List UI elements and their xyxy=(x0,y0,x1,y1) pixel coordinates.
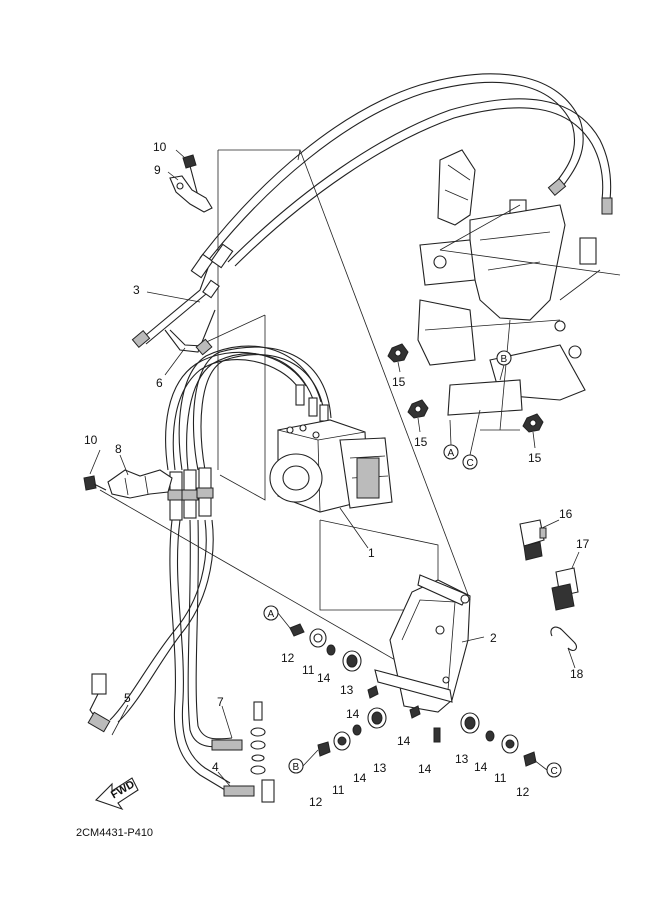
callout-13-c: 13 xyxy=(455,752,469,766)
callout-14-a: 14 xyxy=(317,671,331,685)
callout-12-a: 12 xyxy=(281,651,295,665)
mount-set-c xyxy=(460,712,537,767)
callout-15-c: 15 xyxy=(528,451,542,465)
drawing-reference: 2CM4431-P410 xyxy=(76,827,153,839)
callout-6: 6 xyxy=(156,376,163,390)
ref-mark-b-1: B xyxy=(288,749,319,774)
callout-12-b: 12 xyxy=(309,795,323,809)
callout-14-b: 14 xyxy=(346,707,360,721)
fwd-arrow-icon: FWD xyxy=(94,777,139,811)
ref-mark-c-2: C xyxy=(462,409,481,470)
leader-lines xyxy=(89,149,580,787)
hydraulic-unit-1 xyxy=(269,419,393,513)
callout-4: 4 xyxy=(212,760,219,774)
callout-11-a: 11 xyxy=(302,663,315,677)
brake-pipes-3-6 xyxy=(131,243,234,356)
callout-numbers: 1 2 3 4 5 6 7 8 9 10 10 11 11 11 12 12 1… xyxy=(84,140,590,809)
callout-13-a: 13 xyxy=(340,683,354,697)
bolt-7-washers xyxy=(250,701,266,775)
callout-11-b: 11 xyxy=(332,783,345,797)
callout-17: 17 xyxy=(576,537,590,551)
phantom-lines xyxy=(439,204,621,301)
callout-15-b: 15 xyxy=(414,435,428,449)
hose-clip-8 xyxy=(107,469,173,499)
callout-10-left: 10 xyxy=(84,433,98,447)
bracket-9 xyxy=(169,175,213,213)
hose-end-4 xyxy=(223,779,275,803)
ref-mark-b-2: B xyxy=(496,350,512,381)
callout-8: 8 xyxy=(115,442,122,456)
callout-7: 7 xyxy=(217,695,224,709)
callout-14-f: 14 xyxy=(474,760,488,774)
frame-connector-2 xyxy=(579,237,597,265)
svg-text:A: A xyxy=(268,609,275,620)
hose-end-5 xyxy=(87,673,111,733)
hose-fittings-lower xyxy=(167,467,214,521)
mounting-bracket-2 xyxy=(374,574,471,713)
callout-14-e: 14 xyxy=(418,762,432,776)
reference-marks: A A B B C C xyxy=(263,350,562,778)
connector-16 xyxy=(519,519,547,561)
ref-mark-a-1: A xyxy=(263,605,291,629)
callout-14-d: 14 xyxy=(397,734,411,748)
callout-16: 16 xyxy=(559,507,573,521)
bolt-10-left xyxy=(83,475,107,491)
callout-13-b: 13 xyxy=(373,761,387,775)
callout-2: 2 xyxy=(490,631,497,645)
bolt-10-top xyxy=(182,154,199,197)
clip-18 xyxy=(550,626,577,651)
callout-14-c: 14 xyxy=(353,771,367,785)
svg-text:B: B xyxy=(501,354,508,365)
hose-end-7 xyxy=(211,739,243,751)
svg-text:B: B xyxy=(293,762,300,773)
frame-section xyxy=(417,149,597,431)
callout-9: 9 xyxy=(154,163,161,177)
callout-10-top: 10 xyxy=(153,140,167,154)
svg-text:A: A xyxy=(448,448,455,459)
svg-text:C: C xyxy=(467,458,474,469)
loose-bolts-14 xyxy=(367,685,441,743)
svg-text:C: C xyxy=(551,766,558,777)
lower-brake-hoses xyxy=(109,345,332,791)
callout-11-c: 11 xyxy=(494,771,507,785)
mount-set-b xyxy=(317,707,387,757)
connector-17 xyxy=(551,567,579,611)
callout-3: 3 xyxy=(133,283,140,297)
callout-5: 5 xyxy=(124,691,131,705)
callout-1: 1 xyxy=(368,546,375,560)
nuts-15 xyxy=(387,343,544,433)
mount-set-a xyxy=(289,623,362,672)
ref-mark-a-2: A xyxy=(443,419,459,460)
callout-18: 18 xyxy=(570,667,584,681)
callout-15-a: 15 xyxy=(392,375,406,389)
hose-fittings-top xyxy=(190,243,234,299)
callout-12-c: 12 xyxy=(516,785,530,799)
ref-mark-c-1: C xyxy=(533,759,562,778)
